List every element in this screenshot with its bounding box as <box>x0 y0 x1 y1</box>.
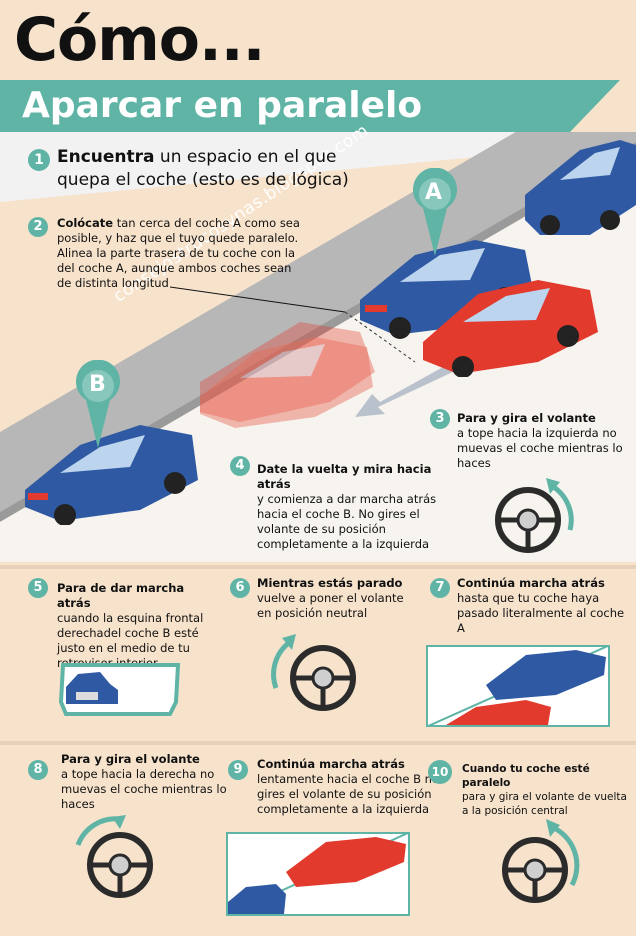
step-5-number: 5 <box>28 578 48 598</box>
marker-a-pin <box>413 168 457 256</box>
step-1-bold: Encuentra <box>57 147 155 167</box>
blue-car-far <box>525 140 636 235</box>
marker-b-pin <box>76 360 120 448</box>
step-6-body: vuelve a poner el volante en posición ne… <box>257 591 404 620</box>
step-8-bold: Para y gira el volante <box>61 752 200 766</box>
step-4-number: 4 <box>230 456 250 476</box>
step-3-number: 3 <box>430 409 450 429</box>
step-2-number: 2 <box>28 217 48 237</box>
step-3-body: a tope hacia la izquierda no muevas el c… <box>457 426 623 470</box>
marker-a-label: A <box>425 180 443 205</box>
step-3-bold: Para y gira el volante <box>457 411 596 425</box>
reverse-arrow <box>355 352 470 417</box>
step-9-number: 9 <box>228 760 248 780</box>
ghost-car <box>200 322 375 422</box>
step-4-body: y comienza a dar marcha atrás hacia el c… <box>257 492 437 551</box>
step-9-illustration <box>226 832 410 916</box>
step-2-bold: Colócate <box>57 216 114 230</box>
separator-1 <box>0 565 636 569</box>
step-6-bold: Mientras estás parado <box>257 576 403 590</box>
step-10-body: para y gira el volante de vuelta a la po… <box>462 791 627 817</box>
step-7-body: hasta que tu coche haya pasado literalme… <box>457 591 625 635</box>
steering-wheel-6-icon <box>271 634 356 711</box>
steering-wheel-8-icon <box>75 815 153 898</box>
step-2-body: tan cerca del coche A como sea posible, … <box>57 216 300 290</box>
step-8-body: a tope hacia la derecha no muevas el coc… <box>61 767 227 811</box>
step-7-number: 7 <box>430 578 450 598</box>
step-4-bold: Date la vuelta y mira hacia atrás <box>257 462 432 491</box>
ghost-red-car <box>200 337 373 428</box>
step-6-number: 6 <box>230 578 250 598</box>
rearview-mirror-icon <box>58 663 181 716</box>
step-9-body: lentamente hacia el coche B no gires el … <box>257 772 439 816</box>
page-subtitle: Aparcar en paralelo <box>22 85 423 126</box>
step-2-text: Colócate tan cerca del coche A como sea … <box>57 216 307 291</box>
step-10-number: 10 <box>428 760 452 784</box>
step-1-number: 1 <box>28 149 50 171</box>
red-car <box>423 280 598 377</box>
subtitle-banner <box>0 80 620 132</box>
step-8-number: 8 <box>28 760 48 780</box>
step-1-body: un espacio en el que quepa el coche (est… <box>57 147 349 190</box>
step-1-text: Encuentra un espacio en el que quepa el … <box>57 146 377 192</box>
step-5-bold: Para de dar marcha atrás <box>57 581 185 610</box>
steering-wheel-10-icon <box>502 819 580 903</box>
step-7-bold: Continúa marcha atrás <box>457 576 605 590</box>
marker-b-label: B <box>89 372 106 397</box>
blue-car-b <box>25 425 198 525</box>
curb <box>0 132 636 512</box>
step-7-illustration <box>426 645 610 727</box>
page-title: Cómo... <box>14 5 265 75</box>
step-9-bold: Continúa marcha atrás <box>257 757 405 771</box>
steering-wheel-3-icon <box>495 478 574 553</box>
separator-2 <box>0 741 636 745</box>
step-10-bold: Cuando tu coche esté paralelo <box>462 763 590 789</box>
